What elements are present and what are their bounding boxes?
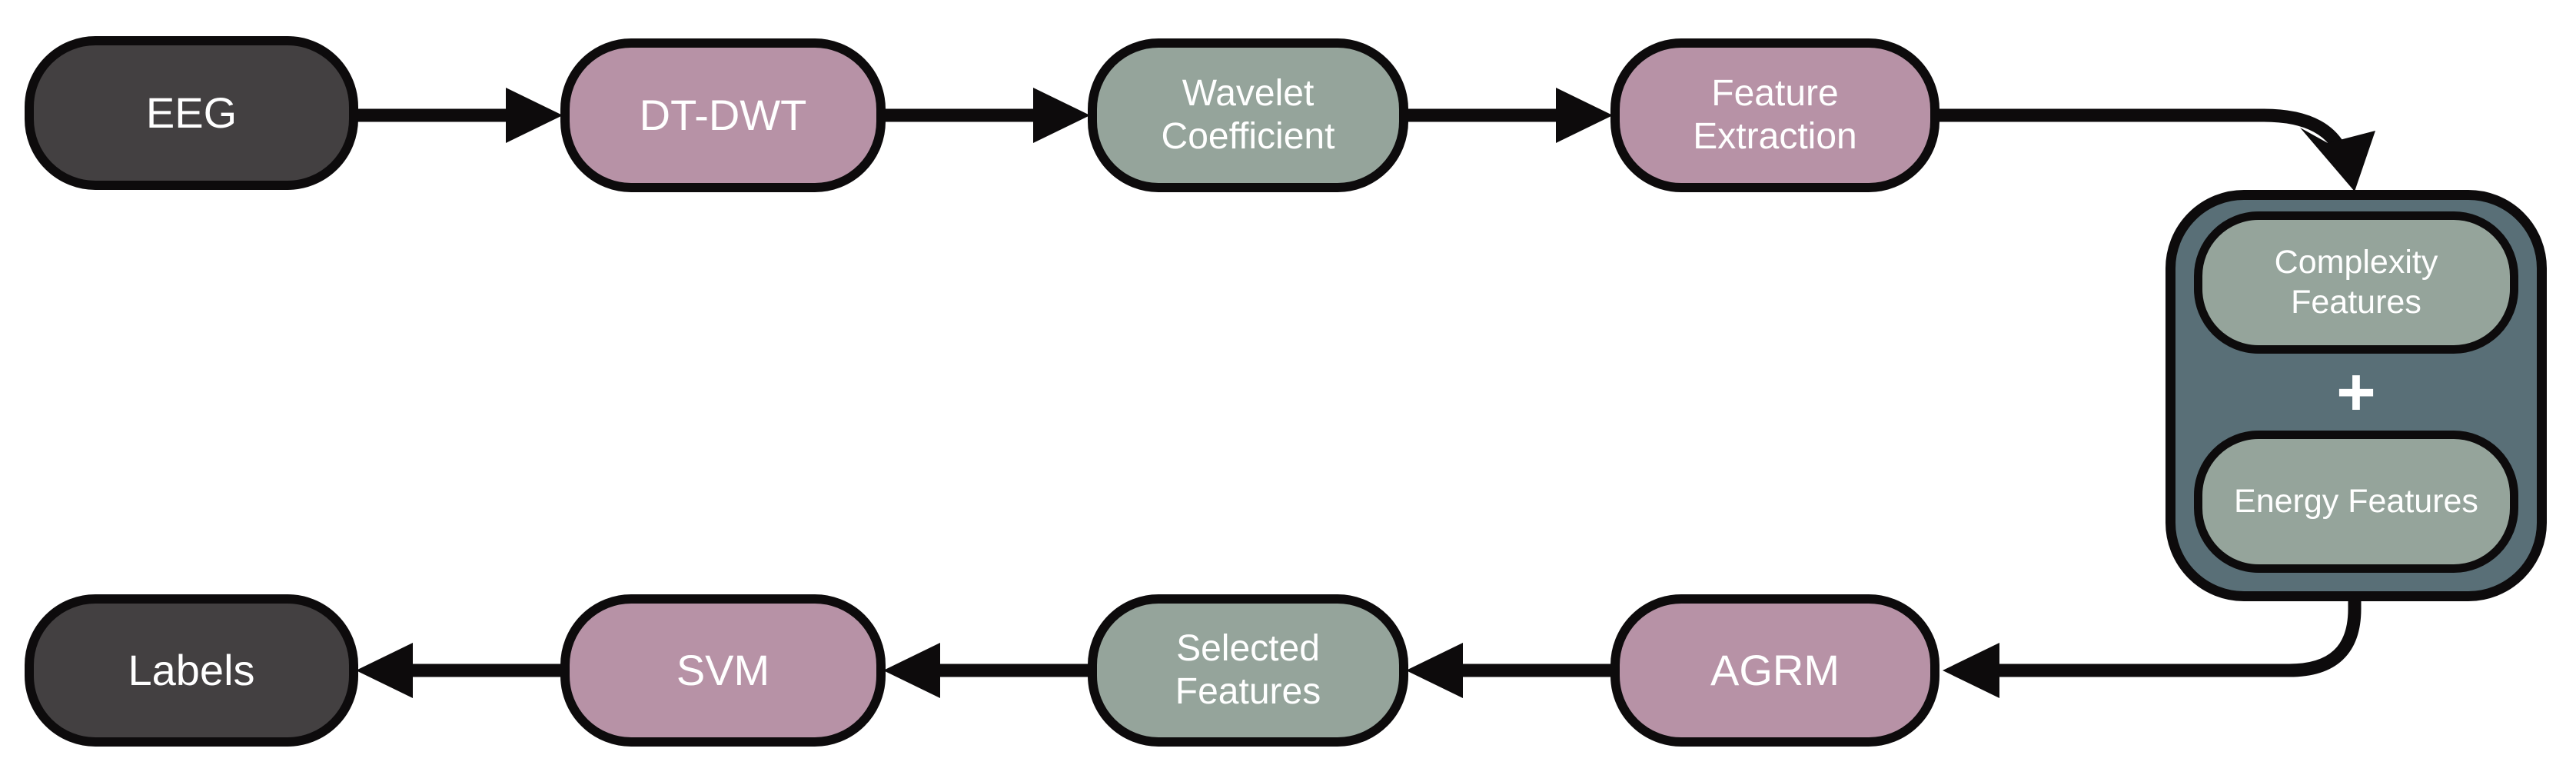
arrow-feature-to-group — [1936, 108, 2375, 191]
arrow-group-to-agrm — [1943, 599, 2362, 698]
arrow-dtdwt-to-wavelet — [882, 88, 1090, 143]
node-complexity-features: Complexity Features — [2194, 211, 2518, 354]
node-agrm: AGRM — [1610, 594, 1939, 747]
node-energy-features: Energy Features — [2194, 431, 2518, 573]
arrow-eeg-to-dtdwt — [355, 88, 563, 143]
plus-symbol: + — [2336, 354, 2376, 430]
node-selected-features: Selected Features — [1088, 594, 1408, 747]
node-svm: SVM — [560, 594, 886, 747]
node-wavelet-coefficient: Wavelet Coefficient — [1088, 38, 1408, 192]
node-dt-dwt: DT-DWT — [560, 38, 886, 192]
arrow-svm-to-labels — [356, 643, 563, 698]
arrow-agrm-to-selected — [1406, 643, 1614, 698]
node-feature-group: Complexity Features + Energy Features — [2166, 190, 2547, 601]
node-eeg: EEG — [25, 36, 358, 190]
node-labels: Labels — [25, 594, 358, 747]
arrow-selected-to-svm — [883, 643, 1091, 698]
arrow-wavelet-to-feature — [1405, 88, 1613, 143]
node-feature-extraction: Feature Extraction — [1610, 38, 1939, 192]
